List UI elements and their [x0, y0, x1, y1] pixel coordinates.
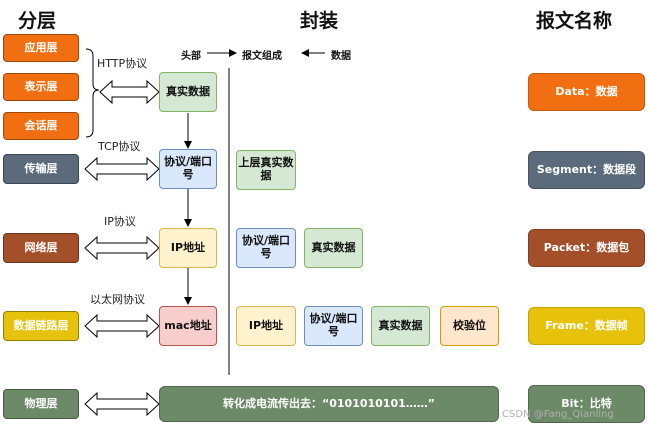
layer-application: 应用层 [3, 34, 79, 62]
layer-network: 网络层 [3, 233, 79, 263]
ethernet-protocol-label: 以太网协议 [90, 293, 145, 306]
physical-double-arrow [84, 391, 160, 417]
pdu-name-title: 报文名称 [536, 10, 613, 32]
layer-physical: 物理层 [3, 389, 79, 419]
layer-session: 会话层 [3, 112, 79, 140]
http-protocol-label: HTTP协议 [97, 57, 148, 70]
header-left-label: 头部 [181, 51, 201, 62]
ip-double-arrow [84, 235, 160, 261]
pdu-segment: Segment：数据段 [528, 151, 645, 189]
header-center-label: 报文组成 [242, 51, 282, 62]
layer-data-link: 数据链路层 [3, 311, 79, 341]
layer-transport: 传输层 [3, 154, 79, 184]
segment-payload-box: 上层真实数据 [236, 150, 296, 190]
link-header-box: mac地址 [159, 306, 217, 346]
layers-title: 分层 [18, 10, 57, 32]
pdu-data: Data：数据 [528, 73, 645, 111]
header-right-label: 数据 [331, 51, 351, 62]
encapsulation-title: 封装 [300, 10, 339, 32]
pdu-packet: Packet：数据包 [528, 229, 645, 267]
physical-bitstream-box: 转化成电流传出去：“0101010101……” [159, 386, 499, 422]
layer-brace [85, 48, 100, 138]
frame-checksum-box: 校验位 [440, 306, 499, 346]
frame-payload-box: 真实数据 [371, 306, 430, 346]
frame-ip-box: IP地址 [236, 306, 296, 346]
pdu-bit: Bit：比特 [528, 385, 645, 423]
app-data-box: 真实数据 [159, 72, 217, 112]
packet-payload-box: 真实数据 [304, 228, 363, 268]
transport-header-box: 协议/端口号 [159, 149, 217, 189]
ip-protocol-label: IP协议 [104, 215, 136, 228]
tcp-double-arrow [84, 156, 160, 182]
packet-port-box: 协议/端口号 [236, 228, 296, 268]
ethernet-double-arrow [84, 313, 160, 339]
tcp-protocol-label: TCP协议 [98, 140, 141, 153]
http-double-arrow [99, 79, 160, 105]
watermark: CSDN @Fang_Qianling [502, 409, 614, 420]
layer-presentation: 表示层 [3, 73, 79, 101]
frame-port-box: 协议/端口号 [304, 306, 363, 346]
pdu-frame: Frame：数据帧 [528, 307, 645, 345]
network-header-box: IP地址 [159, 228, 217, 268]
